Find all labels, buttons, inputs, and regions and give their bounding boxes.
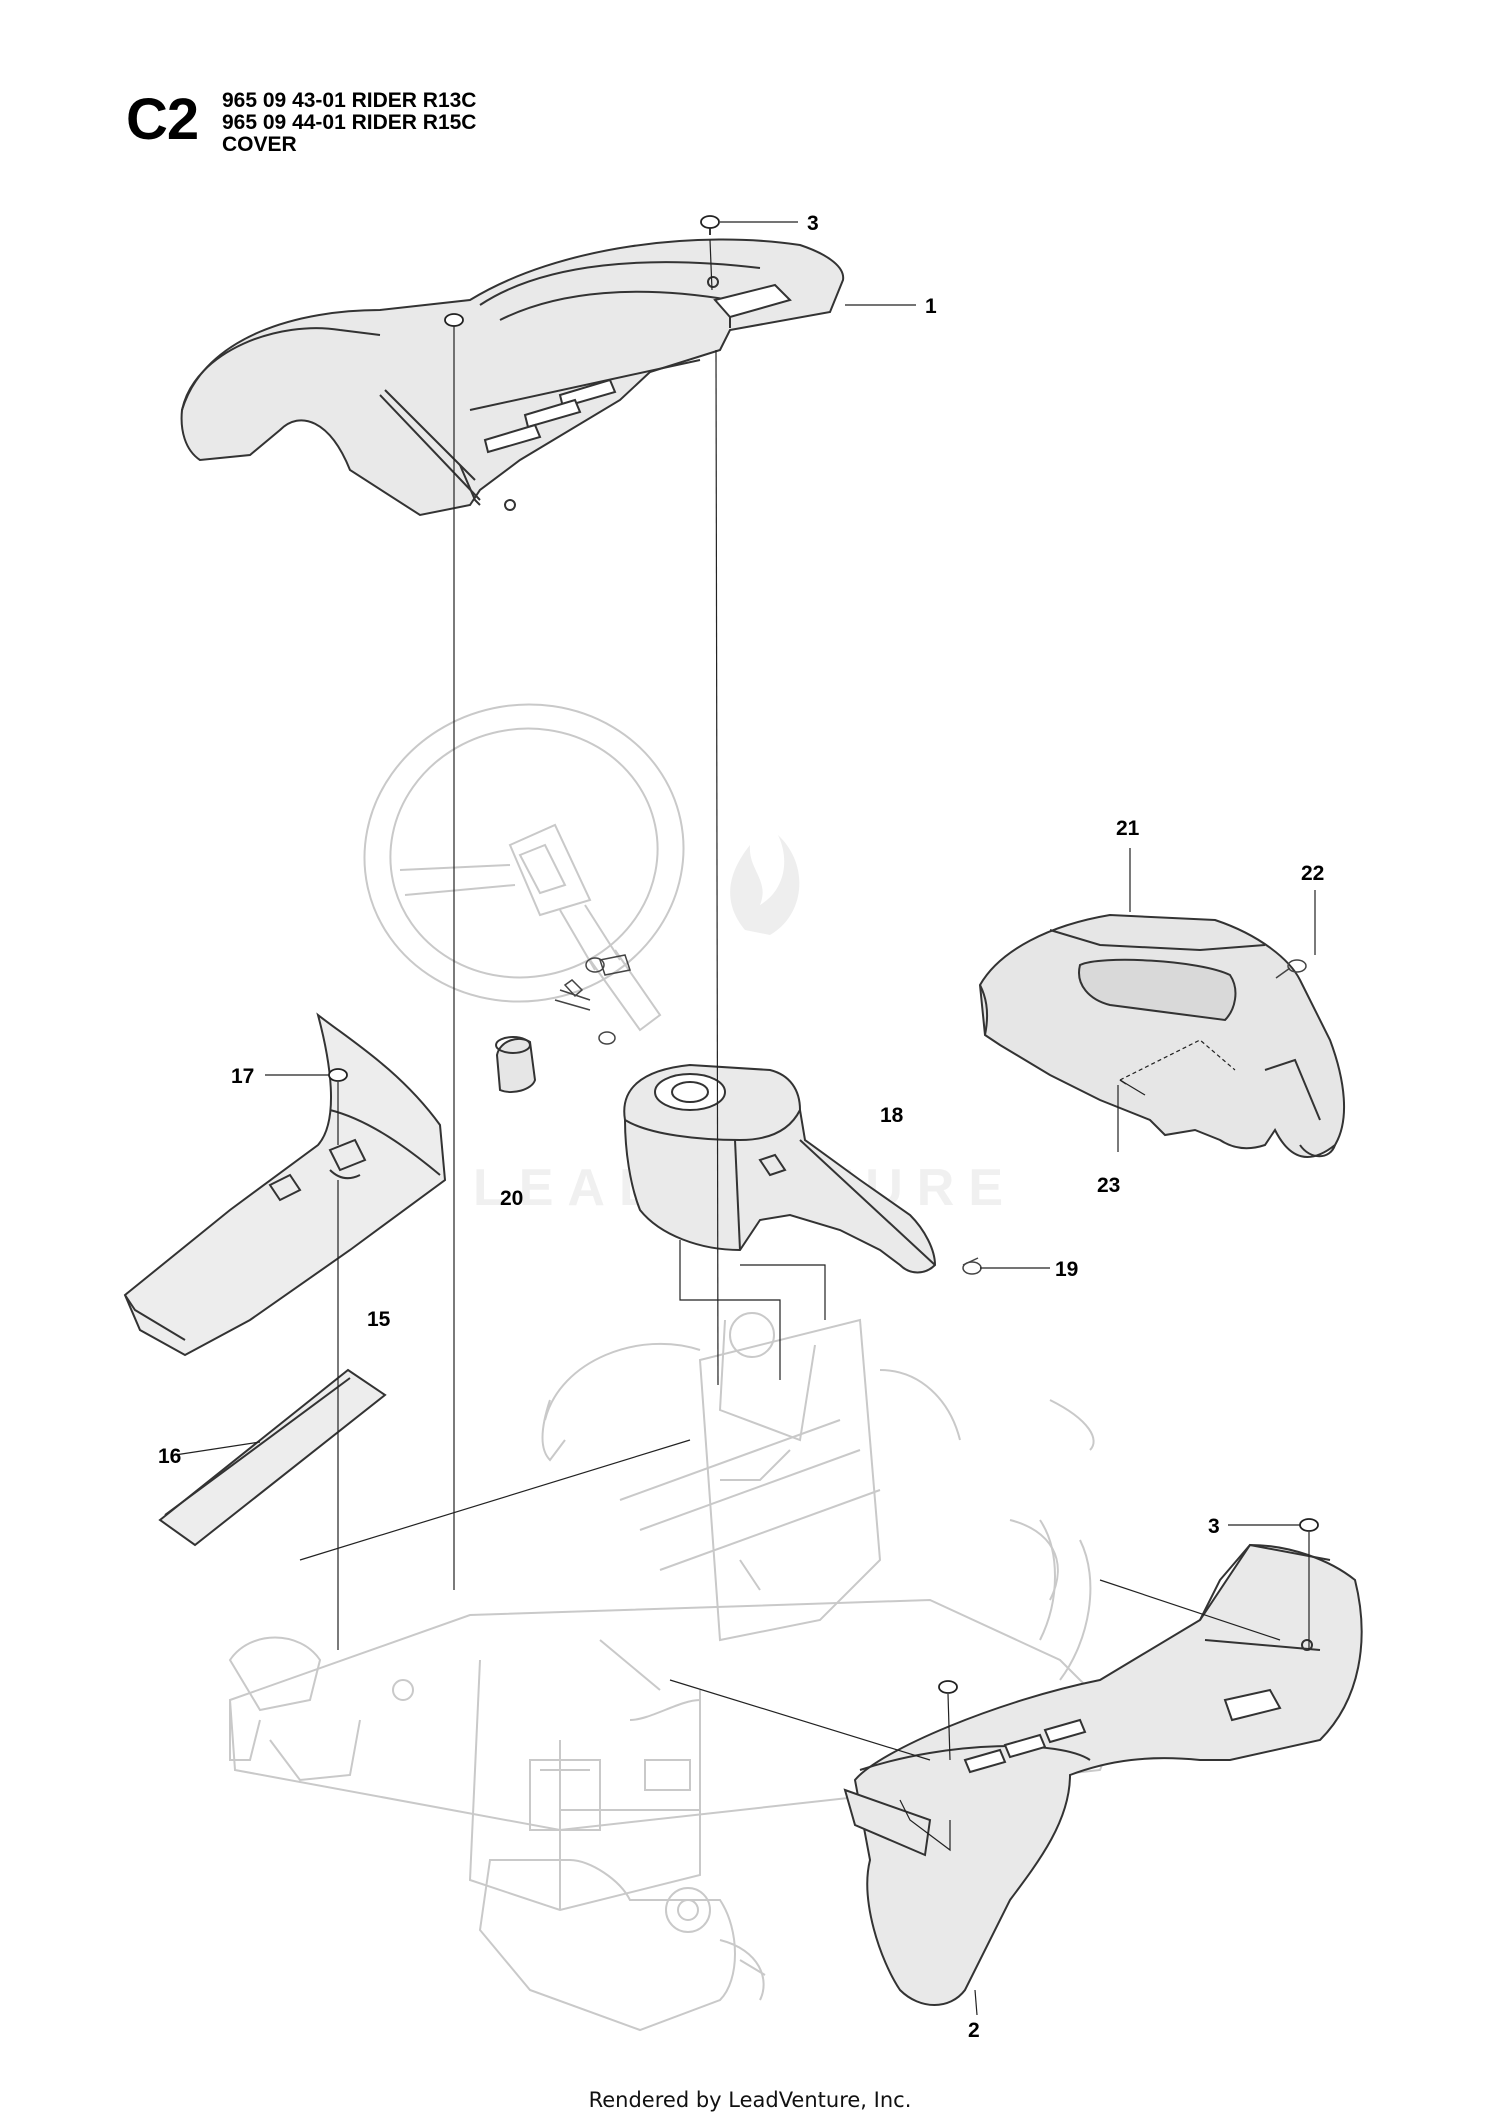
model-line-r15c: 965 09 44-01 RIDER R15C xyxy=(222,111,477,134)
screw-icon xyxy=(1299,1518,1319,1532)
screw-icon xyxy=(328,1068,348,1082)
callout-21: 21 xyxy=(1116,817,1140,840)
leader-lines xyxy=(174,221,1316,2016)
callout-1: 1 xyxy=(925,295,937,318)
screws xyxy=(328,215,1319,1694)
callout-3-right: 3 xyxy=(1208,1515,1220,1538)
front-fender-cover-part-2 xyxy=(843,1543,1363,2006)
strip-part-16 xyxy=(158,1368,387,1547)
callout-20: 20 xyxy=(500,1187,523,1210)
screw-icon xyxy=(938,1680,958,1694)
screw-icon xyxy=(700,215,720,229)
callout-23: 23 xyxy=(1097,1174,1120,1197)
callout-18: 18 xyxy=(880,1104,904,1127)
callout-22: 22 xyxy=(1301,862,1324,885)
knob-part-20 xyxy=(495,1036,537,1093)
section-title: COVER xyxy=(222,133,297,156)
callout-16: 16 xyxy=(158,1445,181,1468)
flame-logo-icon xyxy=(730,835,800,935)
assembly-guide-lines xyxy=(299,239,1310,1852)
dash-cover-part-21 xyxy=(978,913,1345,1158)
callout-15: 15 xyxy=(367,1308,391,1331)
section-code: C2 xyxy=(126,87,199,152)
footer-credit: Rendered by LeadVenture, Inc. xyxy=(588,2088,912,2112)
callout-19: 19 xyxy=(1055,1258,1078,1281)
callout-labels: 3 1 21 22 17 18 20 23 19 15 16 3 2 xyxy=(158,212,1324,2042)
rear-fender-cover-part-1 xyxy=(180,238,845,517)
callout-3-top: 3 xyxy=(807,212,819,235)
steering-wheel-ghost xyxy=(363,703,685,1032)
callout-2: 2 xyxy=(968,2019,980,2042)
side-panel-part-15 xyxy=(123,1012,447,1357)
screw-icon xyxy=(444,313,464,327)
model-lines: 965 09 43-01 RIDER R13C 965 09 44-01 RID… xyxy=(222,90,476,156)
console-cover-part-18 xyxy=(623,1063,937,1274)
callout-17: 17 xyxy=(231,1065,254,1088)
model-line-r13c: 965 09 43-01 RIDER R13C xyxy=(222,89,477,112)
small-hardware xyxy=(554,954,1307,1275)
